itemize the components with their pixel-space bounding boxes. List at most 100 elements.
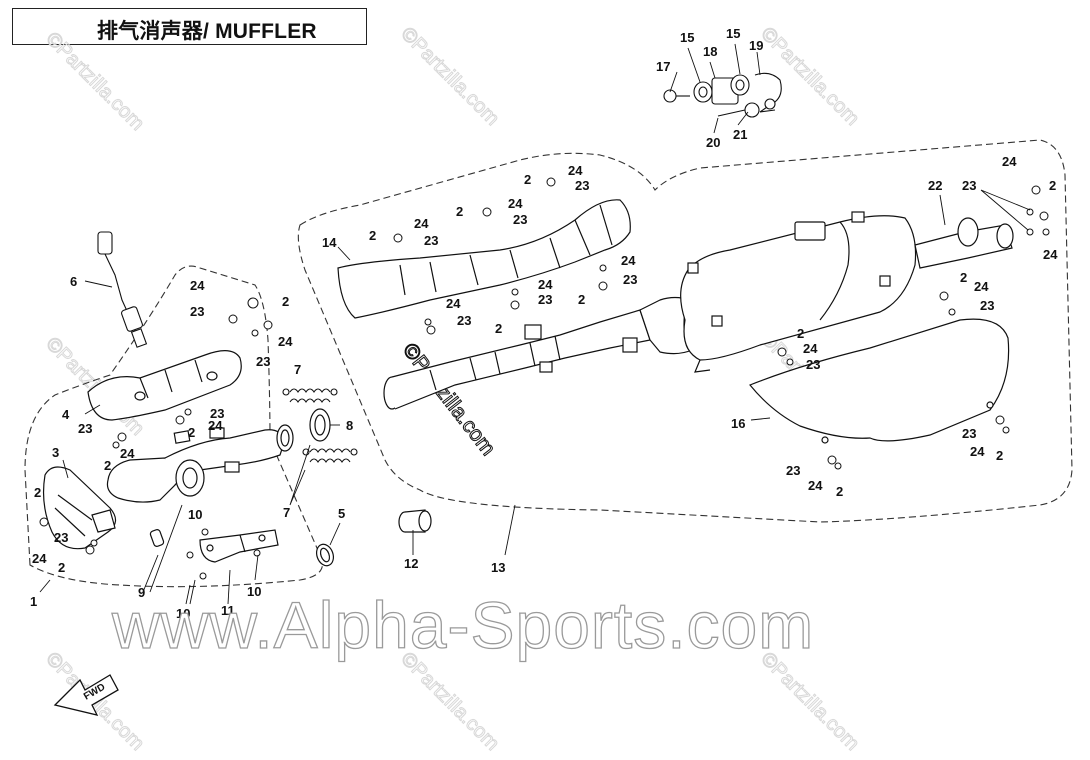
callout-23-a: 23	[190, 304, 204, 319]
part-22-tail-pipe	[914, 217, 1014, 269]
muffler-body	[680, 211, 917, 373]
callout-2-a: 2	[34, 485, 41, 500]
callout-24-n: 24	[974, 279, 989, 294]
small-fasteners-left	[39, 297, 273, 580]
callout-2-e: 2	[282, 294, 289, 309]
callout-24-h: 24	[414, 216, 429, 231]
callout-18: 18	[703, 44, 717, 59]
callout-23-e: 23	[54, 530, 68, 545]
callout-7-a: 7	[283, 505, 290, 520]
callout-24-a: 24	[190, 278, 205, 293]
callout-24-p: 24	[970, 444, 985, 459]
callout-22: 22	[928, 178, 942, 193]
callout-2-i: 2	[578, 292, 585, 307]
group-outline-13	[297, 139, 1073, 523]
callout-24-b: 24	[278, 334, 293, 349]
watermark-partzilla-2: ©Partzilla.com	[396, 23, 503, 130]
callout-11: 11	[221, 603, 235, 618]
callout-24-k: 24	[446, 296, 461, 311]
callout-13: 13	[491, 560, 505, 575]
part-4-exhaust-header-heat-shield	[87, 350, 242, 421]
callout-2-d: 2	[188, 425, 195, 440]
small-fasteners-right	[393, 177, 1050, 470]
part-6-oxygen-sensor	[97, 231, 148, 348]
part-11-mounting-bracket	[199, 529, 279, 563]
callout-24-j: 24	[538, 277, 553, 292]
callout-23-p: 23	[962, 426, 976, 441]
callout-10-a: 10	[176, 606, 190, 621]
watermark-partzilla-8: ©Partzilla.com	[756, 648, 863, 755]
callout-19: 19	[749, 38, 763, 53]
callout-23-i: 23	[623, 272, 637, 287]
callout-24-f: 24	[568, 163, 583, 178]
callout-3: 3	[52, 445, 59, 460]
callout-labels: 1 2 2 2 2 2 3 4 5 6 7 7 8 9 10 10 10 11 …	[30, 26, 1058, 621]
callout-9: 9	[138, 585, 145, 600]
callout-20: 20	[706, 135, 720, 150]
callout-24-c: 24	[208, 418, 223, 433]
callout-23-q: 23	[786, 463, 800, 478]
part-9-exhaust-header-pipe	[106, 424, 294, 547]
callout-23-n: 23	[980, 298, 994, 313]
part-7-springs	[282, 388, 358, 463]
watermark-alpha-sports: www.Alpha-Sports.com	[111, 588, 814, 662]
part-15-21-bracket-hardware	[663, 72, 782, 118]
callout-10-c: 10	[247, 584, 261, 599]
callout-2-j: 2	[495, 321, 502, 336]
callout-2-h: 2	[369, 228, 376, 243]
callout-6: 6	[70, 274, 77, 289]
callout-2-g: 2	[456, 204, 463, 219]
callout-2-l: 2	[960, 270, 967, 285]
callout-14: 14	[322, 235, 337, 250]
callout-2-k: 2	[797, 326, 804, 341]
callout-24-o: 24	[803, 341, 818, 356]
callout-15-b: 15	[726, 26, 740, 41]
watermark-partzilla-3: ©Partzilla.com	[756, 23, 863, 130]
callout-23-k: 23	[457, 313, 471, 328]
callout-23-h: 23	[424, 233, 438, 248]
callout-5: 5	[338, 506, 345, 521]
front-pipe	[383, 309, 651, 410]
callout-24-d: 24	[120, 446, 135, 461]
callout-2-c: 2	[104, 458, 111, 473]
callout-7-b: 7	[294, 362, 301, 377]
callout-23-o: 23	[806, 357, 820, 372]
title-box: 排气消声器/ MUFFLER	[12, 8, 367, 45]
leader-lines	[39, 43, 1031, 605]
callout-24-i: 24	[621, 253, 636, 268]
callout-2-n: 2	[996, 448, 1003, 463]
callout-17: 17	[656, 59, 670, 74]
callout-23-f: 23	[575, 178, 589, 193]
callout-23-b: 23	[256, 354, 270, 369]
watermark-partzilla-1: ©Partzilla.com	[41, 28, 148, 135]
callout-21: 21	[733, 127, 747, 142]
callout-15-a: 15	[680, 30, 694, 45]
callout-23-l: 23	[962, 178, 976, 193]
part-5-gasket	[315, 543, 335, 567]
callout-16: 16	[731, 416, 745, 431]
watermark-partzilla-7: ©Partzilla.com	[396, 648, 503, 755]
callout-2-m: 2	[1049, 178, 1056, 193]
callout-24-m: 24	[1043, 247, 1058, 262]
callout-12: 12	[404, 556, 418, 571]
callout-24-g: 24	[508, 196, 523, 211]
callout-2-o: 2	[836, 484, 843, 499]
callout-1: 1	[30, 594, 37, 609]
part-16-muffler-heat-shield	[749, 318, 1010, 444]
callout-23-j: 23	[538, 292, 552, 307]
part-3-heat-shield-bracket	[91, 509, 116, 533]
part-8-gasket-ring	[309, 408, 331, 442]
callout-24-q: 24	[808, 478, 823, 493]
callout-2-b: 2	[58, 560, 65, 575]
part-14-front-pipe-heat-shield	[337, 199, 631, 319]
callout-23-d: 23	[78, 421, 92, 436]
callout-10-b: 10	[188, 507, 202, 522]
callout-8: 8	[346, 418, 353, 433]
callout-24-e: 24	[32, 551, 47, 566]
callout-23-c: 23	[210, 406, 224, 421]
callout-23-g: 23	[513, 212, 527, 227]
diagram-title: 排气消声器/ MUFFLER	[97, 20, 317, 43]
callout-4: 4	[62, 407, 70, 422]
